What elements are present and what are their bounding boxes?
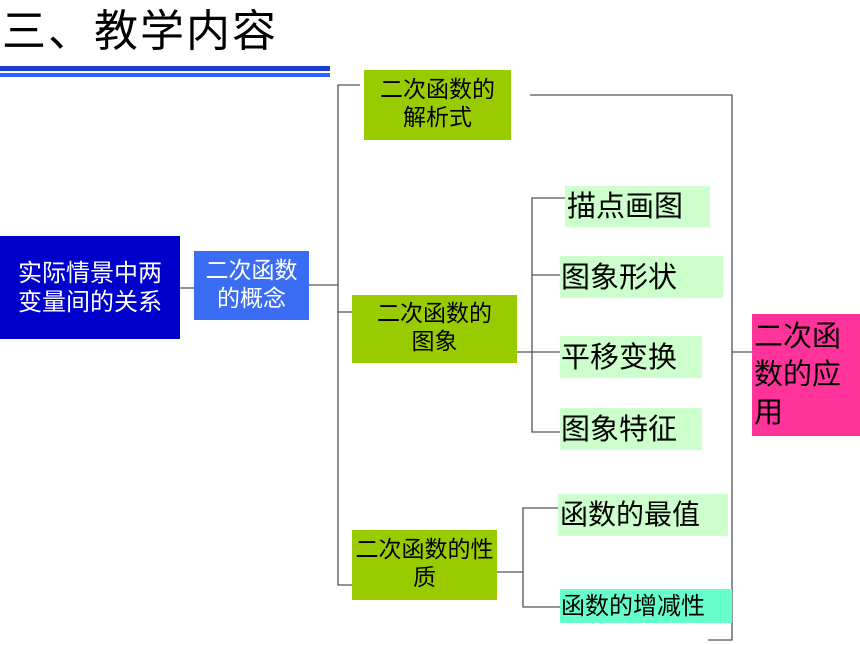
connector-line xyxy=(522,507,560,608)
graph-features-label: 图象特征 xyxy=(561,411,678,446)
application-node: 二次函数的应用 xyxy=(752,314,860,436)
context-label: 实际情景中两变量间的关系 xyxy=(18,258,162,316)
connector-line xyxy=(337,84,360,586)
graph-label: 二次函数的图象 xyxy=(377,301,492,355)
translation-node: 平移变换 xyxy=(560,336,702,378)
graph-shape-node: 图象形状 xyxy=(560,256,723,298)
concept-label: 二次函数的概念 xyxy=(205,257,298,312)
max-value-node: 函数的最值 xyxy=(558,494,728,536)
concept-node: 二次函数的概念 xyxy=(194,251,309,320)
plot-points-node: 描点画图 xyxy=(565,186,710,227)
translation-label: 平移变换 xyxy=(561,339,678,374)
analytic-node: 二次函数的解析式 xyxy=(364,70,511,140)
title-underline-accent xyxy=(0,73,330,77)
max-value-label: 函数的最值 xyxy=(560,498,701,532)
application-label: 二次函数的应用 xyxy=(754,319,842,429)
connector-line xyxy=(531,197,565,433)
plot-points-label: 描点画图 xyxy=(567,189,684,224)
graph-features-node: 图象特征 xyxy=(560,408,702,450)
analytic-label: 二次函数的解析式 xyxy=(380,77,495,131)
monotonicity-node: 函数的增减性 xyxy=(560,589,732,623)
graph-node: 二次函数的图象 xyxy=(352,295,517,363)
property-label: 二次函数的性质 xyxy=(355,537,494,591)
graph-shape-label: 图象形状 xyxy=(561,259,678,294)
connector-line xyxy=(530,94,733,641)
title-underline xyxy=(0,66,330,71)
page-title: 三、教学内容 xyxy=(2,6,278,57)
context-node: 实际情景中两变量间的关系 xyxy=(0,236,180,339)
property-node: 二次函数的性质 xyxy=(352,530,497,600)
monotonicity-label: 函数的增减性 xyxy=(561,591,705,620)
